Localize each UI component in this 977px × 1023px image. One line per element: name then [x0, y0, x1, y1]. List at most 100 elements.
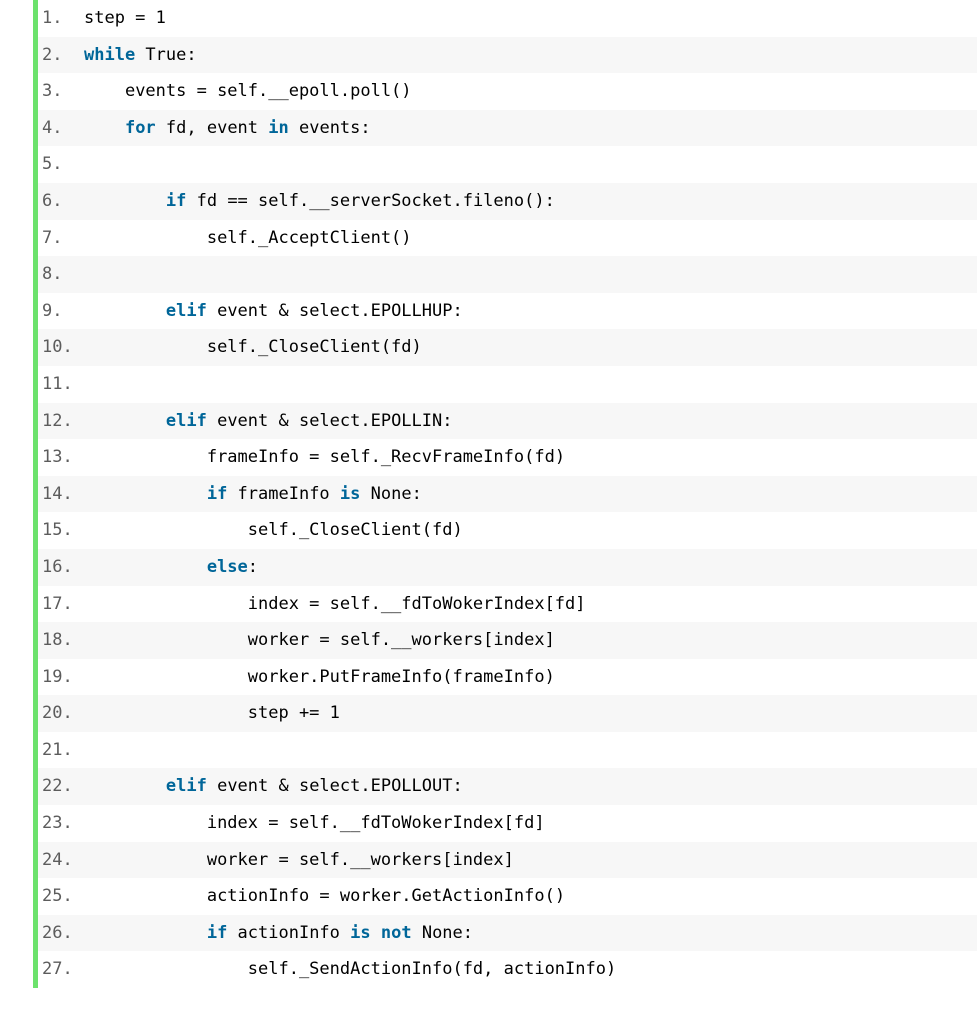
keyword-token: not	[380, 922, 412, 943]
code-line: 4. for fd, event in events:	[38, 109, 977, 147]
line-code: frameInfo = self._RecvFrameInfo(fd)	[84, 439, 977, 476]
line-code: worker.PutFrameInfo(frameInfo)	[84, 659, 977, 696]
code-line: 3. events = self.__epoll.poll()	[38, 73, 977, 110]
line-code: worker = self.__workers[index]	[84, 622, 977, 659]
line-code: index = self.__fdToWokerIndex[fd]	[84, 586, 977, 623]
line-code: elif event & select.EPOLLOUT:	[84, 768, 977, 805]
line-number: 2.	[42, 44, 63, 65]
line-number: 26.	[42, 922, 73, 943]
code-token: worker.PutFrameInfo(frameInfo)	[247, 666, 555, 687]
code-line: 9. elif event & select.EPOLLHUP:	[38, 293, 977, 330]
code-token: events = self.__epoll.poll()	[124, 81, 412, 102]
code-token: worker = self.__workers[index]	[206, 849, 514, 870]
code-line: 23. index = self.__fdToWokerIndex[fd]	[38, 805, 977, 842]
line-number: 13.	[42, 447, 73, 468]
code-token: self._SendActionInfo(fd, actionInfo)	[247, 959, 617, 980]
code-token: frameInfo	[227, 483, 340, 504]
code-line: 11.	[38, 366, 977, 403]
code-token	[371, 923, 381, 943]
line-code: else:	[84, 549, 977, 586]
code-line: 10. self._CloseClient(fd)	[38, 329, 977, 366]
line-code: if fd == self.__serverSocket.fileno():	[84, 183, 977, 220]
line-code: self._CloseClient(fd)	[84, 512, 977, 549]
code-line: 2. while True:	[38, 36, 977, 74]
line-code: actionInfo = worker.GetActionInfo()	[84, 878, 977, 915]
keyword-token: for	[124, 117, 156, 138]
code-token: actionInfo = worker.GetActionInfo()	[206, 886, 566, 907]
line-number: 1.	[42, 8, 63, 28]
line-number: 20.	[42, 703, 73, 724]
line-number: 18.	[42, 630, 73, 651]
line-number: 3.	[42, 81, 63, 102]
line-number: 22.	[42, 776, 73, 797]
line-code: step += 1	[84, 695, 977, 732]
code-line: 17. index = self.__fdToWokerIndex[fd]	[38, 586, 977, 623]
keyword-token: is	[350, 922, 371, 943]
keyword-token: if	[206, 922, 228, 943]
code-token: event & select.EPOLLOUT:	[206, 776, 463, 797]
line-number: 5.	[42, 154, 63, 175]
line-number: 15.	[42, 520, 73, 541]
code-line: 13. frameInfo = self._RecvFrameInfo(fd)	[38, 439, 977, 476]
code-line: 14. if frameInfo is None:	[38, 475, 977, 513]
line-code: step = 1	[84, 0, 977, 37]
code-line: 6. if fd == self.__serverSocket.fileno()…	[38, 182, 977, 220]
line-code: self._SendActionInfo(fd, actionInfo)	[84, 951, 977, 988]
keyword-token: else	[206, 556, 248, 577]
line-code	[84, 256, 977, 293]
line-code: elif event & select.EPOLLIN:	[84, 403, 977, 440]
line-number: 25.	[42, 886, 73, 907]
keyword-token: in	[268, 117, 289, 138]
code-line: 18. worker = self.__workers[index]	[38, 622, 977, 659]
code-token: self._CloseClient(fd)	[206, 337, 422, 358]
code-token: fd, event	[155, 117, 269, 138]
line-number: 9.	[42, 300, 63, 321]
line-number: 12.	[42, 410, 73, 431]
code-line: 5.	[38, 146, 977, 183]
line-number: 11.	[42, 373, 73, 394]
line-number: 14.	[42, 483, 73, 504]
code-token: frameInfo = self._RecvFrameInfo(fd)	[206, 447, 566, 468]
code-line: 21.	[38, 732, 977, 769]
code-line: 26. if actionInfo is not None:	[38, 914, 977, 952]
line-number: 8.	[42, 264, 63, 285]
code-token: worker = self.__workers[index]	[247, 630, 555, 651]
code-token: None:	[411, 922, 474, 943]
line-code: elif event & select.EPOLLHUP:	[84, 293, 977, 330]
code-line: 1. step = 1	[38, 0, 977, 37]
code-token: actionInfo	[227, 922, 351, 943]
line-code	[84, 146, 977, 183]
line-number: 10.	[42, 337, 73, 358]
line-code: self._AcceptClient()	[84, 220, 977, 257]
code-token: events:	[288, 117, 371, 138]
keyword-token: elif	[165, 410, 207, 431]
line-number: 17.	[42, 593, 73, 614]
code-token: step = 1	[84, 8, 166, 28]
code-token: fd == self.__serverSocket.fileno():	[186, 190, 555, 211]
keyword-token: elif	[165, 300, 207, 321]
keyword-token: if	[165, 190, 187, 211]
keyword-token: elif	[165, 776, 207, 797]
line-code: while True:	[84, 37, 977, 74]
code-token: event & select.EPOLLHUP:	[206, 300, 463, 321]
code-line: 8.	[38, 256, 977, 293]
line-number: 27.	[42, 959, 73, 980]
line-code	[84, 732, 977, 769]
line-code: self._CloseClient(fd)	[84, 329, 977, 366]
code-line: 25. actionInfo = worker.GetActionInfo()	[38, 878, 977, 915]
code-token: self._CloseClient(fd)	[247, 520, 463, 541]
code-token: index = self.__fdToWokerIndex[fd]	[247, 593, 586, 614]
line-number: 6.	[42, 190, 63, 211]
line-code: if actionInfo is not None:	[84, 915, 977, 952]
line-code	[84, 366, 977, 403]
code-token: :	[247, 556, 259, 577]
keyword-token: while	[84, 44, 136, 65]
line-number: 21.	[42, 739, 73, 760]
line-number: 7.	[42, 227, 63, 248]
line-number: 4.	[42, 117, 63, 138]
code-line: 22. elif event & select.EPOLLOUT:	[38, 768, 977, 806]
line-number: 23.	[42, 813, 73, 834]
line-code: events = self.__epoll.poll()	[84, 73, 977, 110]
line-code: if frameInfo is None:	[84, 476, 977, 513]
